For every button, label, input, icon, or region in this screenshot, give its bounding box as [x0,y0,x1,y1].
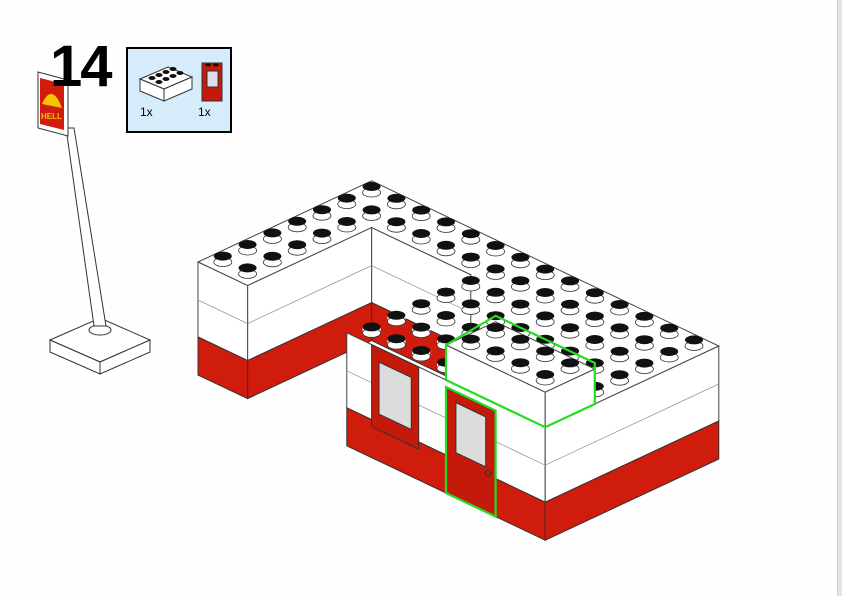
stud [486,264,505,274]
stud [561,323,579,333]
stud [610,300,629,309]
stud [412,299,431,309]
stud [486,241,505,250]
door-glass [455,401,487,468]
stud [585,335,604,344]
new-brick-highlight [444,314,596,429]
brick-seam [371,265,471,314]
new-brick-stud [536,346,555,356]
stud [610,346,629,356]
stud [288,216,307,226]
window-glass [378,361,412,431]
stud [461,276,480,285]
stud [461,229,480,239]
stud [238,263,257,273]
stud [213,251,232,261]
white-brick-2x4-icon [138,66,194,102]
stud [337,193,356,203]
stud [362,322,381,332]
stud [437,217,455,227]
step-number: 14 [50,34,112,99]
stud [536,264,555,274]
stud [313,228,331,238]
stud [387,310,406,320]
stud [263,228,282,238]
new-brick-stud [511,358,530,368]
stud [362,182,381,191]
brick-seam [197,299,248,324]
stud [412,205,431,215]
new-brick-stud [536,370,555,379]
right-wall-red [544,420,720,541]
shell-sign-post: HELL [37,71,152,375]
stud [660,347,679,356]
svg-text:HELL: HELL [41,112,62,121]
stud [437,240,455,250]
stud [536,311,555,321]
stud [511,252,530,262]
stud [362,205,381,215]
stud [486,287,505,297]
brick-seam [545,383,719,466]
new-brick-stud [561,358,579,368]
new-door-highlight [444,385,497,519]
stud [635,335,654,345]
stud [412,229,431,238]
stud [412,346,431,355]
stud [387,217,406,227]
stud [387,334,406,344]
stud [610,323,629,333]
stud [263,251,282,261]
new-brick-stud [486,323,505,332]
brick-quantity: 1x [140,105,153,119]
stud [610,370,629,380]
door-handle [484,469,492,477]
left-wing-side-wall-red [197,336,249,400]
stud [635,358,654,368]
stud [313,205,331,215]
gas-station-building [196,180,720,541]
door-quantity: 1x [198,105,211,119]
stud [461,252,480,262]
brick-seam [247,265,372,324]
stud [437,311,455,320]
stud [461,299,480,309]
stud [387,193,406,203]
stud [585,288,604,298]
stud [412,322,431,332]
red-door-icon [201,62,223,102]
stud [561,276,579,286]
stud [461,322,480,332]
new-brick-stud [461,334,480,344]
shell-logo-sign: HELL [37,71,69,137]
stud [337,217,356,226]
stud [561,299,579,309]
stud [238,240,257,249]
stud [660,323,679,333]
stud [511,276,530,286]
stud [685,335,703,345]
new-brick-stud [486,346,505,356]
stud [635,311,654,321]
page-edge [837,0,842,596]
stud [511,299,530,309]
stud [536,288,555,297]
parts-list-callout: 1x 1x [126,47,232,133]
new-brick-stud [511,334,530,344]
stud [437,287,455,297]
stud [585,311,604,321]
stud [288,240,307,250]
